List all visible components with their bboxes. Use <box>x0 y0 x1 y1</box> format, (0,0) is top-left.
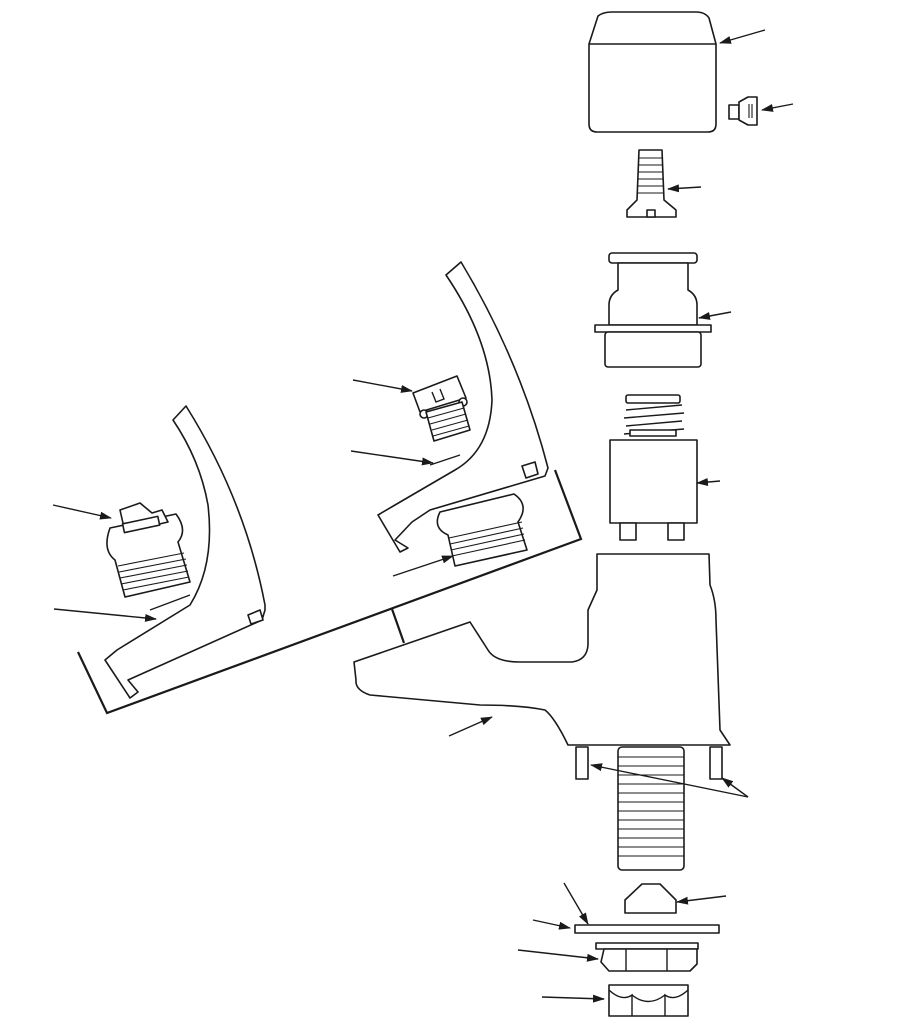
spout-shank <box>617 746 685 871</box>
flat-washer <box>574 924 720 934</box>
cone-washer <box>624 883 677 914</box>
inset-cartridge-a <box>106 502 191 598</box>
inset-spout-b <box>377 261 549 553</box>
handle-screw <box>626 149 677 218</box>
set-screw <box>728 96 758 126</box>
inset-spout-a <box>104 405 266 699</box>
inset-cartridge-b <box>436 493 528 567</box>
locating-pins <box>575 746 723 780</box>
inset-panel <box>77 469 583 715</box>
flanged-lock-nut <box>595 942 699 972</box>
faucet-body <box>353 553 731 746</box>
handle-cap <box>588 11 717 133</box>
inset-screw-b <box>412 375 471 442</box>
bonnet <box>594 252 712 368</box>
cartridge <box>609 394 698 541</box>
leader-arrows <box>52 29 794 1003</box>
coupling-nut <box>608 984 689 1017</box>
